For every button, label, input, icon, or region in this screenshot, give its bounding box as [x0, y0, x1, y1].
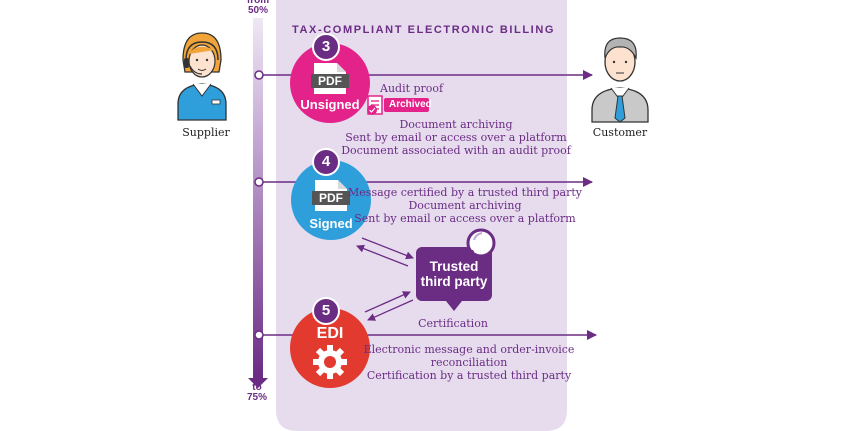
step-4-badge: PDF — [319, 191, 343, 205]
certification-caption: Certification — [418, 317, 488, 330]
step-3-line: Sent by email or access over a platform — [345, 131, 567, 144]
step-3-line: Document associated with an audit proof — [341, 144, 571, 157]
gear-icon — [313, 345, 347, 379]
flow-dot-3 — [254, 70, 264, 80]
trusted-third-party-line2: third party — [420, 274, 488, 289]
step-3-label: Unsigned — [300, 97, 360, 112]
flow-dot-4 — [254, 177, 264, 187]
step-5-number-disc — [312, 297, 340, 325]
step-4-line: Document archiving — [408, 199, 522, 212]
step-4-line: Sent by email or access over a platform — [354, 212, 576, 225]
step-5-line: reconciliation — [430, 356, 508, 369]
audit-proof-label: Audit proof — [380, 82, 444, 95]
scale-top-text: from 50% — [246, 0, 270, 16]
scale-bottom-label: to 75% — [241, 383, 273, 403]
diagram-title: TAX-COMPLIANT ELECTRONIC BILLING — [292, 24, 556, 36]
step-5-line: Electronic message and order-invoice — [363, 343, 575, 356]
step-5-number: 5 — [321, 302, 331, 319]
trusted-third-party-box — [416, 247, 492, 301]
double-arrow-icon — [364, 291, 411, 313]
pdf-document-icon — [312, 180, 350, 211]
trusted-third-party-line1: Trusted — [429, 259, 479, 274]
double-arrow-icon — [361, 237, 414, 260]
magnifier-icon — [462, 228, 496, 262]
supplier-label: Supplier — [182, 126, 230, 139]
step-3-number: 3 — [321, 38, 331, 55]
customer-label: Customer — [592, 126, 648, 139]
step-5-line: Certification by a trusted third party — [366, 369, 572, 382]
pdf-document-icon — [311, 63, 349, 94]
step-3-line: Document archiving — [399, 118, 513, 131]
step-3-badge: PDF — [318, 74, 342, 88]
scale-bottom-text: to 75% — [246, 382, 267, 403]
step-4-line: Message certified by a trusted third par… — [348, 186, 582, 199]
archived-badge — [384, 98, 429, 112]
customer-avatar — [591, 37, 649, 123]
scale-bar-tip — [248, 378, 268, 388]
checklist-icon — [367, 95, 383, 115]
step-5-badge: EDI — [316, 325, 344, 342]
supplier-avatar — [177, 32, 227, 121]
step-4-number-disc — [312, 148, 340, 176]
scale-bar — [253, 18, 263, 378]
step-3-number-disc — [312, 33, 340, 61]
step-4-label: Signed — [309, 216, 353, 231]
archived-label: Archived — [389, 99, 432, 110]
flow-dot-5 — [254, 330, 264, 340]
scale-top-label: from 50% — [242, 0, 274, 16]
step-4-number: 4 — [321, 153, 331, 170]
